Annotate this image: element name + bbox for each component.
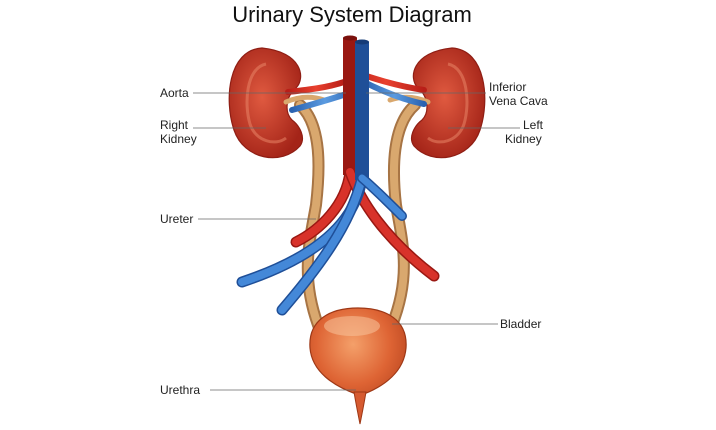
label-left-kidney: Left Kidney [505, 118, 546, 146]
label-urethra: Urethra [160, 383, 200, 397]
label-aorta: Aorta [160, 86, 189, 100]
label-ivc-line1: Inferior [489, 80, 526, 94]
bladder [309, 307, 407, 425]
label-right-kidney-line1: Right [160, 118, 189, 132]
label-left-kidney-line1: Left [523, 118, 544, 132]
label-left-kidney-line2: Kidney [505, 132, 542, 146]
label-ivc-line2: Vena Cava [489, 94, 548, 108]
urethra [353, 391, 367, 425]
label-bladder: Bladder [500, 317, 541, 331]
label-ureter: Ureter [160, 212, 193, 226]
left-kidney [387, 47, 486, 159]
labels: Aorta Right Kidney Ureter Urethra Inferi… [160, 80, 548, 397]
leader-lines [193, 92, 520, 391]
inferior-vena-cava [236, 39, 407, 316]
aorta [290, 35, 440, 282]
diagram-title: Urinary System Diagram [232, 2, 472, 27]
label-right-kidney: Right Kidney [160, 118, 197, 146]
label-inferior-vena-cava: Inferior Vena Cava [489, 80, 548, 108]
label-right-kidney-line2: Kidney [160, 132, 197, 146]
